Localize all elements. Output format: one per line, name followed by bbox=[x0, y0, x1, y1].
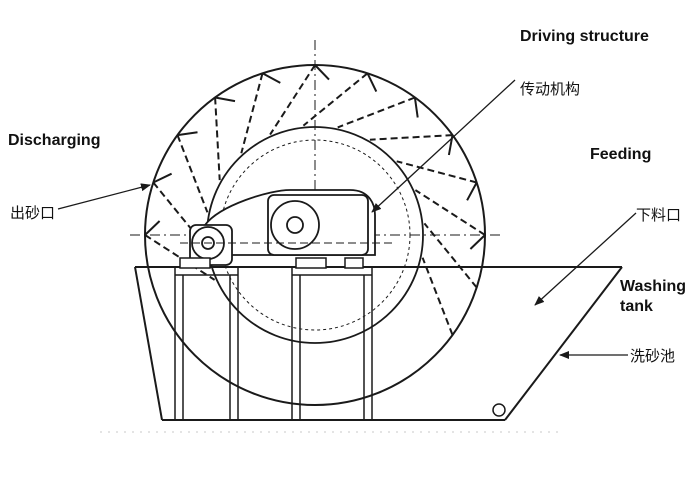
discharging-label: Discharging bbox=[8, 132, 101, 149]
bucket-blade bbox=[421, 257, 454, 336]
left-bearing-block bbox=[179, 257, 211, 269]
wheel-buckets bbox=[144, 64, 486, 336]
driving-structure-leader bbox=[371, 79, 516, 213]
bucket-blade bbox=[240, 73, 264, 154]
feeding-zh-label: 下料口 bbox=[636, 207, 682, 224]
reducer-pulley-center bbox=[286, 216, 304, 234]
driving-structure-label: Driving structure bbox=[520, 28, 649, 45]
washing-tank bbox=[134, 266, 623, 421]
support-frames bbox=[174, 257, 373, 421]
bucket-blade bbox=[176, 134, 209, 213]
washing-tank-label-line2: tank bbox=[620, 298, 653, 315]
tank-left-wall bbox=[134, 266, 163, 421]
bucket-blade bbox=[337, 96, 416, 129]
bucket-lip bbox=[466, 182, 478, 201]
bucket-blade bbox=[302, 72, 369, 127]
bucket-lip bbox=[144, 220, 161, 236]
bucket-lip bbox=[262, 72, 281, 84]
washing-tank-label-line1: Washing bbox=[620, 278, 687, 295]
bucket-lip bbox=[314, 64, 330, 81]
bucket-blade bbox=[396, 160, 477, 184]
discharging-leader bbox=[57, 183, 151, 210]
wheel-bucket-lips bbox=[144, 64, 486, 250]
bucket-lip bbox=[152, 172, 173, 184]
bucket-blade bbox=[269, 64, 316, 136]
bucket-lip bbox=[214, 96, 236, 103]
bucket-lip bbox=[469, 234, 486, 250]
feeding-leader bbox=[534, 212, 637, 306]
discharging-zh-label: 出砂口 bbox=[10, 205, 56, 222]
right-bearing-block bbox=[295, 257, 327, 269]
bucket-lip bbox=[413, 97, 419, 118]
bucket-lip bbox=[366, 72, 378, 93]
right-frame bbox=[291, 266, 373, 421]
rear-bearing-block bbox=[344, 257, 364, 269]
bucket-blade bbox=[214, 97, 221, 181]
bucket-blade bbox=[144, 234, 216, 281]
driving-structure-zh-label: 传动机构 bbox=[520, 81, 581, 98]
drain-outlet bbox=[492, 403, 506, 417]
washing-tank-zh-label: 洗砂池 bbox=[630, 348, 676, 365]
leader-lines bbox=[57, 79, 637, 359]
tank-sloped-wall bbox=[504, 266, 623, 421]
bucket-blade bbox=[414, 189, 486, 236]
bucket-blade bbox=[423, 222, 478, 289]
drive-assembly bbox=[180, 189, 395, 266]
bucket-blade bbox=[369, 134, 453, 141]
feeding-label: Feeding bbox=[590, 146, 652, 163]
bucket-lip bbox=[177, 131, 198, 137]
